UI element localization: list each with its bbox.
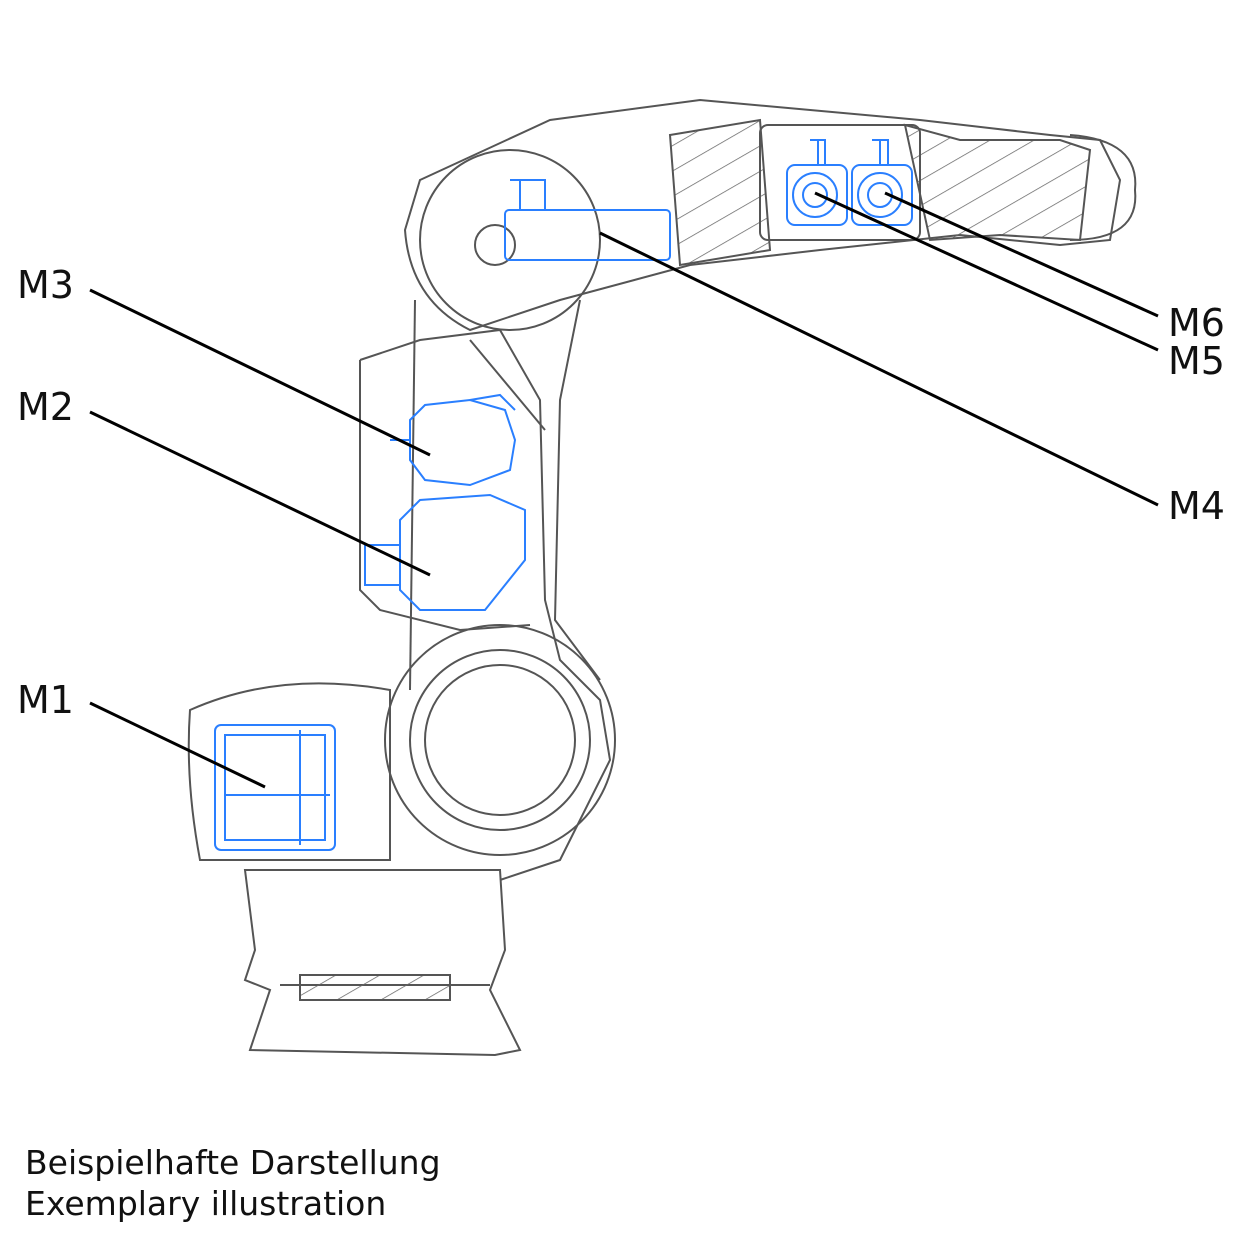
leader-m2 (89, 410, 431, 577)
motor-m5 (786, 139, 848, 226)
label-m1: M1 (17, 678, 74, 722)
leader-m3 (89, 288, 431, 457)
label-m4: M4 (1168, 484, 1225, 528)
leader-m1 (89, 701, 266, 789)
motor-m6 (851, 139, 913, 226)
leader-m6 (884, 191, 1159, 318)
label-m3: M3 (17, 263, 74, 307)
label-m5: M5 (1168, 339, 1225, 383)
leader-m4 (599, 231, 1159, 507)
motors (214, 139, 913, 851)
motor-m2 (399, 493, 526, 611)
leader-m5 (814, 191, 1159, 352)
caption-german: Beispielhafte Darstellung (25, 1143, 441, 1182)
motor-m1 (214, 724, 336, 851)
leader-lines (89, 191, 1159, 789)
label-m2: M2 (17, 385, 74, 429)
robot-outline (187, 98, 1137, 1057)
label-m6: M6 (1168, 301, 1225, 345)
caption-english: Exemplary illustration (25, 1184, 387, 1223)
motor-m4 (504, 209, 671, 261)
motor-m3 (409, 398, 517, 487)
